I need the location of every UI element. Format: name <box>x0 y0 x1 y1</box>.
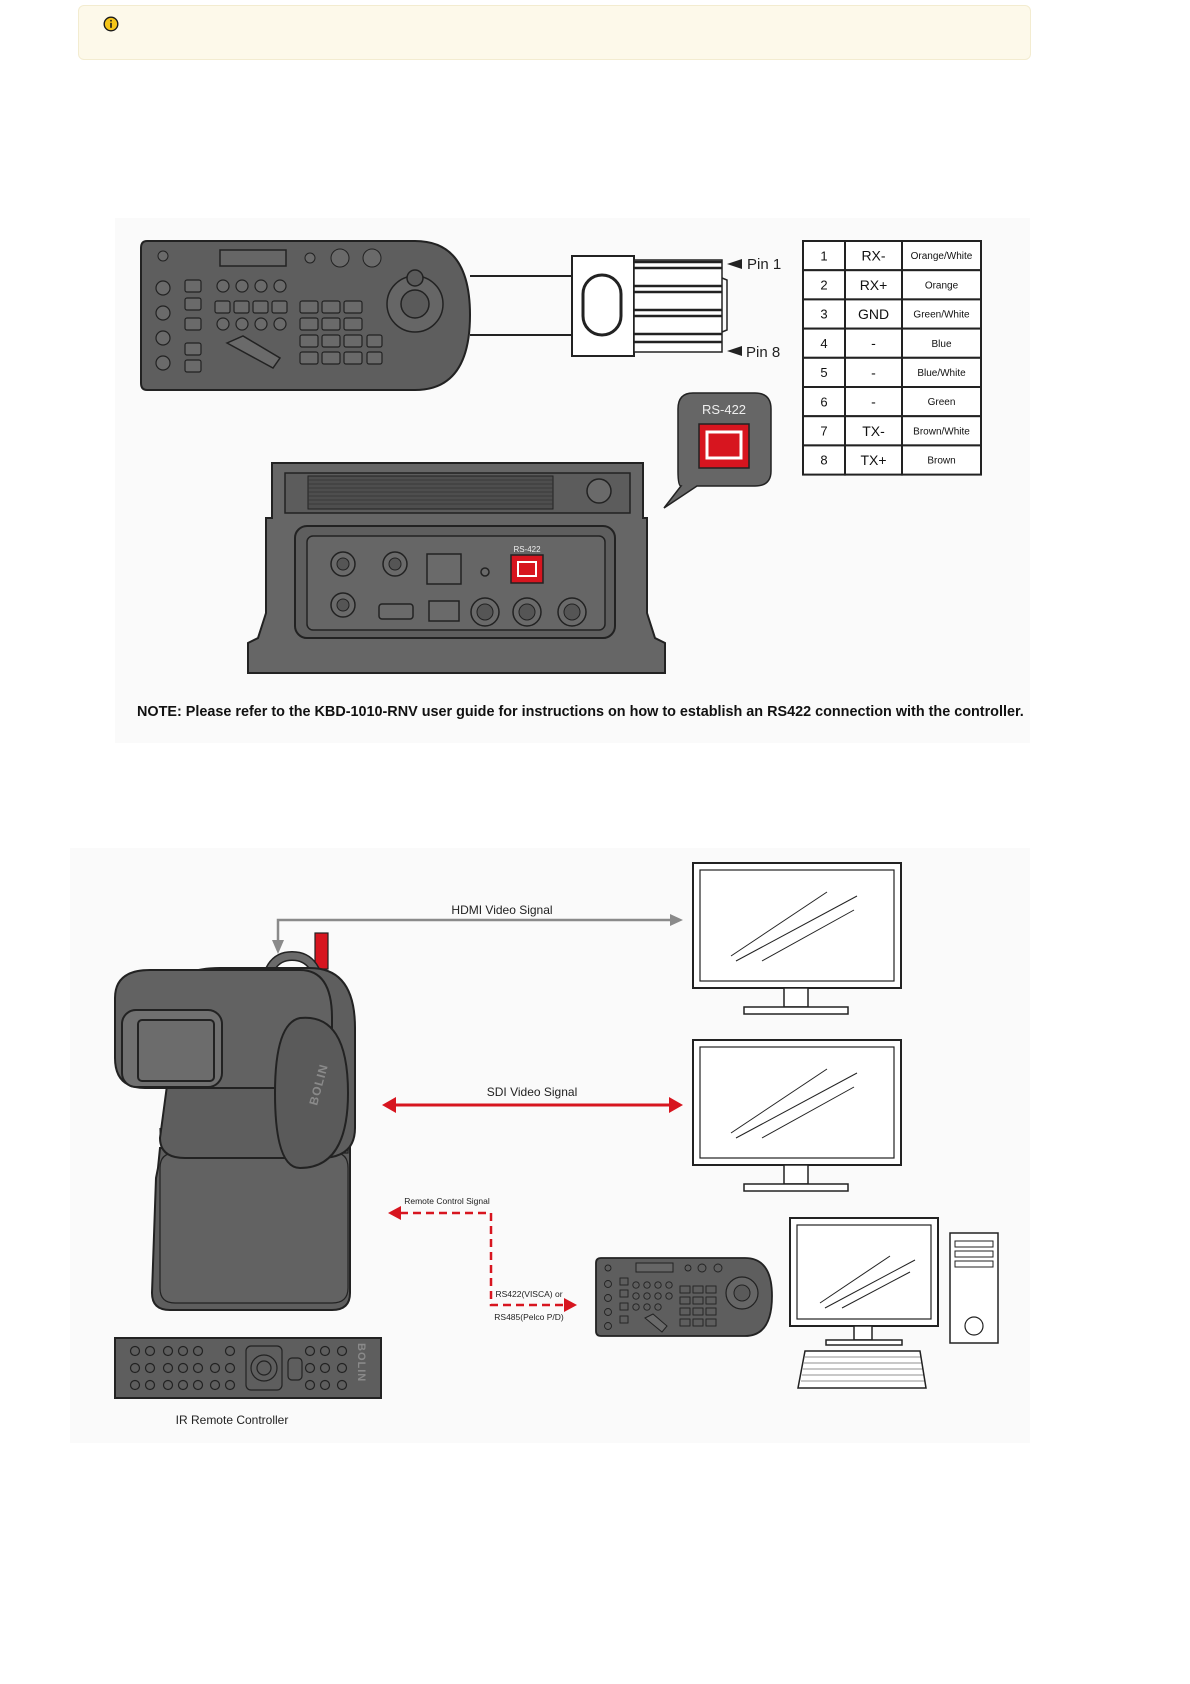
pin-signal: - <box>871 364 876 380</box>
sdi-label: SDI Video Signal <box>487 1085 578 1099</box>
rs485-pelco-label: RS485(Pelco P/D) <box>494 1312 564 1322</box>
notice-banner <box>78 5 1031 60</box>
pin8-label: Pin 8 <box>746 344 780 361</box>
hdmi-label: HDMI Video Signal <box>451 903 552 917</box>
pin-number: 3 <box>820 307 827 322</box>
pinout-table: 1 RX- Orange/White 2 RX+ Orange 3 GND Green/Whit… <box>802 240 982 476</box>
pin-signal: - <box>871 394 876 410</box>
pin-signal: RX+ <box>860 277 888 293</box>
keyboard-controller-small-illustration <box>595 1257 773 1337</box>
pin8-arrow-icon <box>727 346 742 356</box>
pin-number: 1 <box>820 248 827 263</box>
keyboard-controller-illustration <box>140 240 472 391</box>
pinout-row: 3 GND Green/White <box>802 298 982 330</box>
pin-number: 2 <box>820 277 827 292</box>
pin-signal: TX+ <box>860 452 886 468</box>
hdmi-monitor-illustration <box>692 862 902 1015</box>
remote-control-signal-arrow <box>388 1206 577 1312</box>
wire-color: Brown/White <box>913 426 970 437</box>
pinout-row: 4 - Blue <box>802 327 982 359</box>
pin-signal: RX- <box>861 248 885 264</box>
wire-color: Blue/White <box>917 368 966 379</box>
pinout-row: 1 RX- Orange/White <box>802 240 982 272</box>
info-icon <box>103 16 119 32</box>
rj45-connector-illustration <box>470 255 742 357</box>
sdi-monitor-illustration <box>692 1039 902 1192</box>
pin-signal: GND <box>858 306 889 322</box>
pin-number: 4 <box>820 336 827 351</box>
ptz-camera-illustration: BOLIN <box>114 932 356 1311</box>
pin-number: 5 <box>820 365 827 380</box>
wire-color: Orange <box>925 280 959 291</box>
pin1-label: Pin 1 <box>747 256 781 273</box>
wire-color: Orange/White <box>911 251 973 262</box>
pinout-row: 5 - Blue/White <box>802 356 982 389</box>
rs422-note: NOTE: Please refer to the KBD-1010-RNV u… <box>137 704 1024 720</box>
pinout-row: 7 TX- Brown/White <box>802 415 982 447</box>
system-connection-figure: HDMI Video Signal SDI Video Signal Remot… <box>70 848 1030 1443</box>
rs422-visca-label: RS422(VISCA) or <box>495 1289 562 1299</box>
wire-color: Brown <box>927 456 955 467</box>
ir-remote-illustration: BOLIN <box>114 1337 382 1399</box>
camera-rear-panel-illustration <box>247 462 666 674</box>
panel-rs422-label: RS-422 <box>513 545 541 554</box>
wire-color: Blue <box>931 339 951 350</box>
rs422-callout-bubble <box>663 392 772 509</box>
pin-number: 8 <box>820 453 827 468</box>
pin-signal: TX- <box>862 423 885 439</box>
ir-remote-label: IR Remote Controller <box>176 1413 289 1427</box>
pin-number: 7 <box>820 423 827 438</box>
wire-color: Green/White <box>913 310 970 321</box>
pin1-arrow-icon <box>727 259 742 269</box>
sdi-signal-arrow <box>382 1097 683 1113</box>
remote-signal-label: Remote Control Signal <box>404 1196 490 1206</box>
rs422-wiring-figure: Pin 1 Pin 8 <box>115 218 1030 743</box>
pinout-row: 8 TX+ Brown <box>802 444 982 476</box>
pin-number: 6 <box>820 394 827 409</box>
pin-signal: - <box>871 335 876 351</box>
wire-color: Green <box>928 397 956 408</box>
computer-illustration <box>789 1217 999 1389</box>
rs422-port-highlight <box>510 554 544 584</box>
pinout-row: 6 - Green <box>802 386 982 418</box>
pinout-row: 2 RX+ Orange <box>802 269 982 301</box>
hdmi-signal-arrow <box>272 914 683 954</box>
svg-text:BOLIN: BOLIN <box>355 1343 367 1382</box>
callout-rs422-label: RS-422 <box>702 402 746 417</box>
